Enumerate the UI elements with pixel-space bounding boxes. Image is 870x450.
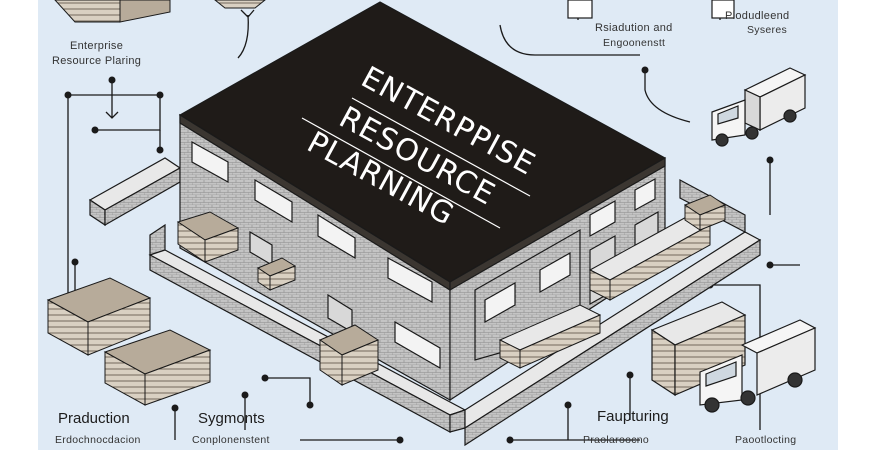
truck-bottom-right	[650, 301, 817, 413]
label-faupturing: Faupturing	[597, 408, 669, 425]
label-engoonenstt: Engoonenstt	[603, 37, 666, 49]
label-resource-plaring: Resource Plaring	[52, 55, 142, 67]
connector-line	[644, 70, 691, 123]
label-praolaroocno: Praolaroocno	[583, 434, 650, 446]
connector-line	[95, 95, 161, 131]
top-icons	[567, 0, 735, 19]
label-erdochnocdacion: Erdochnocdacion	[55, 434, 141, 446]
label-plodudleend: Plodudleend	[725, 10, 790, 22]
crate-stack-left	[46, 211, 380, 406]
label-rsiadution: Rsiadution and	[595, 22, 673, 34]
connector-line	[237, 9, 255, 59]
label-enterprise: Enterprise	[70, 40, 124, 52]
crate-stack-right	[498, 194, 727, 369]
label-sygmonts: Sygmonts	[198, 410, 265, 427]
label-paootlocting: Paootlocting	[735, 434, 797, 446]
label-conplonenstent: Conplonenstent	[192, 434, 270, 446]
label-praduction: Praduction	[58, 410, 130, 427]
connector-line	[499, 24, 640, 56]
connector-line	[105, 80, 119, 119]
label-syseres: Syseres	[747, 24, 788, 36]
crate-stack-top-left	[54, 0, 266, 23]
truck-top-right	[711, 67, 807, 147]
connector-line	[265, 377, 311, 405]
